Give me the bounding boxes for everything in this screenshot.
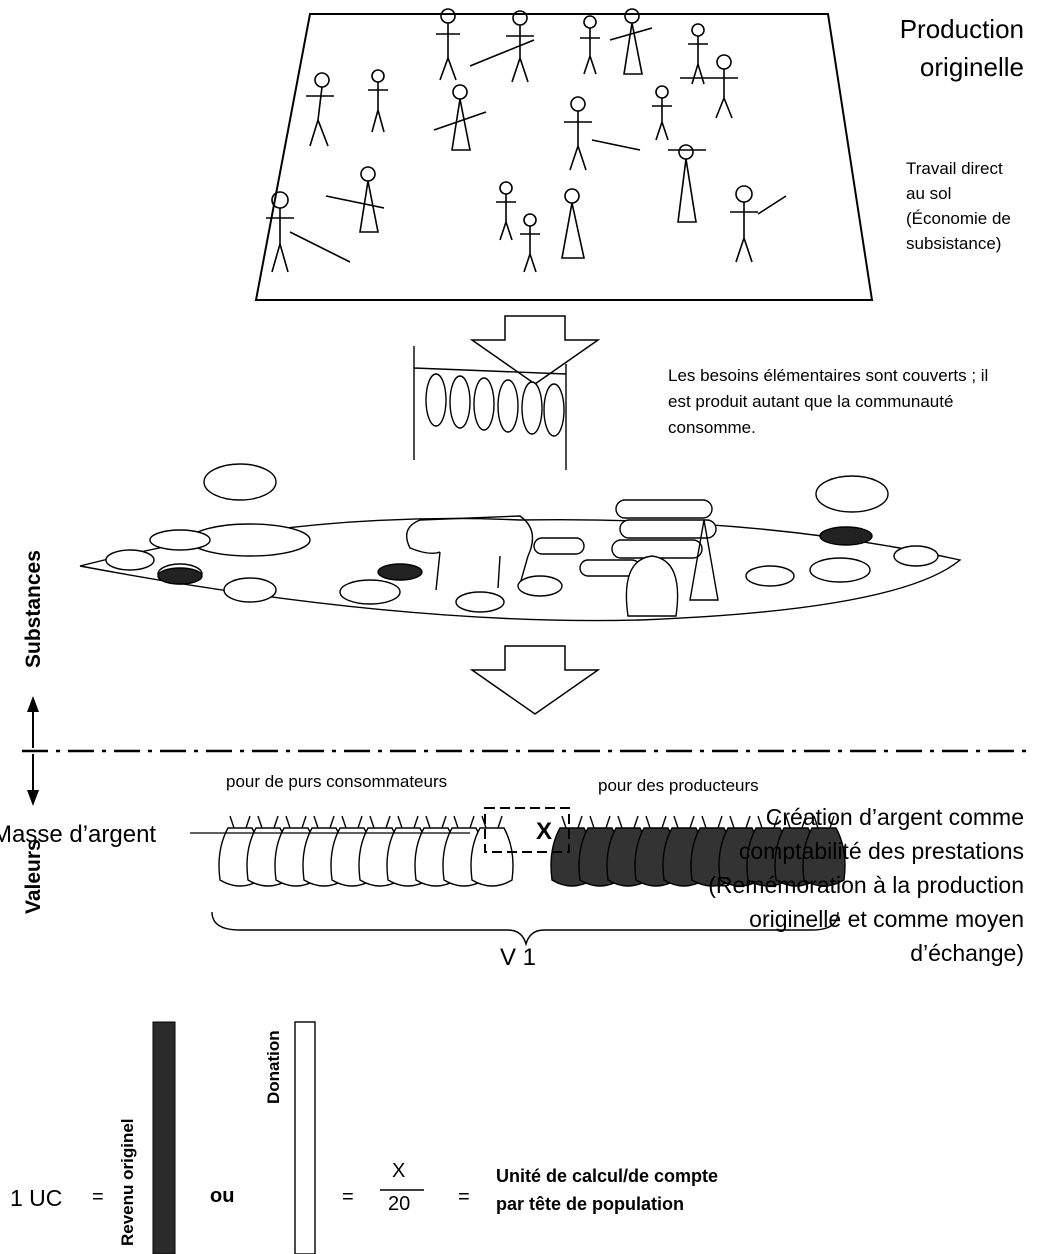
unit-line: Unité de calcul/de compte [496,1166,719,1186]
down-arrow-1 [469,315,601,385]
field-plane [254,13,874,301]
creation-line: d’échange) [910,940,1024,966]
down-arrow-2 [469,645,601,715]
bag-tie [813,815,835,829]
worker-figure [580,15,600,75]
fraction-numerator: X [392,1160,406,1182]
worker-figure [688,23,708,85]
donation-bar [294,1021,316,1254]
bag-tie [589,815,611,829]
creation-line: (Remémoration à la production [708,872,1024,898]
worker-figure [561,188,585,259]
bag-tie [673,815,695,829]
bag-tie [369,815,391,829]
worker-figure [496,181,516,241]
bag-tie [645,815,667,829]
worker-figure [469,10,535,83]
beehive [625,555,679,617]
bag-tie [425,815,447,829]
creation-line: originelle et comme moyen [749,906,1024,932]
note-line: Travail direct [906,159,1003,178]
x-box [484,807,570,853]
stones [105,523,939,613]
bag-tie [285,815,307,829]
unit-line: par tête de population [496,1194,685,1214]
bag [802,827,846,887]
note-line: est produit autant que la communauté [668,392,954,411]
total-brace [211,911,839,947]
worker-figure [325,166,385,233]
note-line: au sol [906,184,952,203]
valeurs-label: Valeurs [22,839,45,914]
title-line: Production [899,14,1024,44]
worker-figure [680,54,738,119]
needs-note: Les besoins élémentaires sont couverts ;… [668,363,1048,441]
creation-line: comptabilité des prestations [738,838,1024,864]
worker-figure [433,84,487,151]
bag-tie [561,815,583,829]
note-line: (Économie de [906,209,1011,228]
workers [266,8,787,273]
title-line: originelle [919,52,1024,82]
substances-pile [79,346,962,622]
or-label: ou [210,1185,235,1207]
bag-tie [229,815,251,829]
bag-tie [341,815,363,829]
bag-tie [313,815,335,829]
main-title: Production originelle [900,10,1024,86]
pig [815,475,889,513]
production-note: Travail direct au sol (Économie de subsi… [906,156,1011,256]
uc-label: 1 UC [10,1185,63,1211]
bag-tie [785,815,807,829]
equals-sign: = [342,1186,354,1208]
worker-figure [730,185,787,263]
equals-sign: = [458,1186,470,1208]
note-line: subsistance) [906,234,1002,253]
donation-label: Donation [264,1030,283,1104]
worker-figure [306,72,334,147]
bag-tie [453,815,475,829]
equals-sign: = [92,1186,104,1208]
worker-figure [436,8,460,81]
consumers-label: pour de purs consommateurs [226,772,448,791]
bag-tie [617,815,639,829]
worker-figure [368,69,388,133]
worker-figure [520,213,540,273]
bag [470,827,514,887]
worker-figure [266,191,351,273]
money-mass-label: Masse d’argent [0,821,157,848]
worker-figure [652,85,672,141]
v1-label: V 1 [500,944,537,971]
x-box-value: X [536,818,553,845]
cow [406,515,534,591]
substances-label: Substances [22,550,45,668]
bag-tie [257,815,279,829]
note-line: consomme. [668,418,756,437]
fish-row [425,373,565,437]
producers-label: pour des producteurs [598,776,759,795]
revenue-label: Revenu originel [118,1118,137,1246]
unit-definition: Unité de calcul/de compte par tête de po… [496,1162,718,1218]
bag-tie [729,815,751,829]
bag-tie [397,815,419,829]
worker-figure [609,8,653,75]
consumer-bags [218,815,514,887]
money-creation-text: Création d’argent comme comptabilité des… [708,800,1024,970]
fraction-denominator: 20 [388,1193,411,1215]
worker-figure [564,96,641,171]
sheaf [689,519,719,601]
sheep [203,463,277,501]
bag-tie [701,815,723,829]
worker-figure [668,144,706,223]
revenue-bar [152,1021,176,1254]
note-line: Les besoins élémentaires sont couverts ;… [668,366,989,385]
logs [533,499,717,577]
creation-line: Création d’argent comme [765,804,1024,830]
producer-bags [550,815,846,887]
bag-tie [757,815,779,829]
